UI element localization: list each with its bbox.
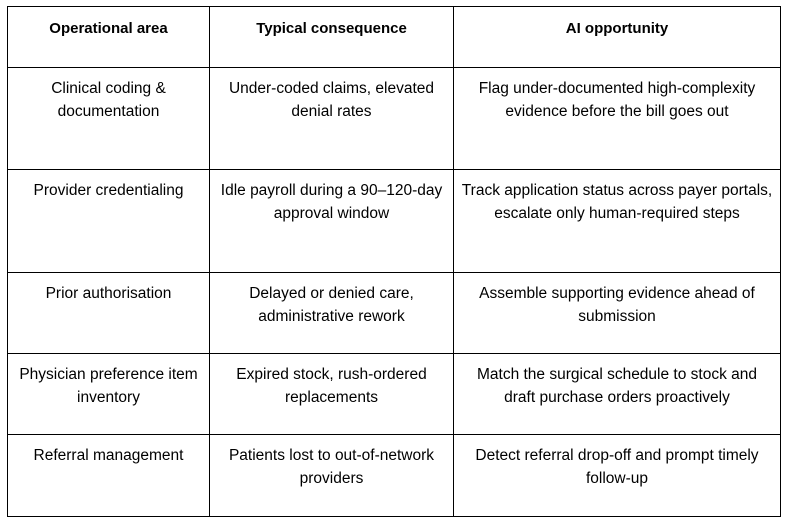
cell-ai-opportunity: Flag under-documented high-complexity ev… (453, 67, 781, 170)
table-row: Physician preference item inventory Expi… (7, 353, 781, 435)
header-operational-area: Operational area (7, 6, 210, 68)
cell-typical-consequence: Expired stock, rush-ordered replacements (209, 353, 454, 435)
operations-table: Operational area Typical consequence AI … (7, 6, 781, 517)
cell-ai-opportunity: Match the surgical schedule to stock and… (453, 353, 781, 435)
cell-typical-consequence: Under-coded claims, elevated denial rate… (209, 67, 454, 170)
cell-ai-opportunity: Assemble supporting evidence ahead of su… (453, 272, 781, 354)
header-typical-consequence: Typical consequence (209, 6, 454, 68)
table-row: Prior authorisation Delayed or denied ca… (7, 272, 781, 354)
cell-typical-consequence: Idle payroll during a 90–120-day approva… (209, 169, 454, 273)
cell-operational-area: Provider credentialing (7, 169, 210, 273)
cell-ai-opportunity: Track application status across payer po… (453, 169, 781, 273)
cell-typical-consequence: Delayed or denied care, administrative r… (209, 272, 454, 354)
header-ai-opportunity: AI opportunity (453, 6, 781, 68)
table-row: Clinical coding & documentation Under-co… (7, 67, 781, 170)
table-row: Referral management Patients lost to out… (7, 434, 781, 517)
table-row: Provider credentialing Idle payroll duri… (7, 169, 781, 273)
cell-operational-area: Clinical coding & documentation (7, 67, 210, 170)
cell-typical-consequence: Patients lost to out-of-network provider… (209, 434, 454, 517)
cell-operational-area: Physician preference item inventory (7, 353, 210, 435)
cell-operational-area: Prior authorisation (7, 272, 210, 354)
cell-ai-opportunity: Detect referral drop-off and prompt time… (453, 434, 781, 517)
table-header-row: Operational area Typical consequence AI … (7, 6, 781, 68)
cell-operational-area: Referral management (7, 434, 210, 517)
